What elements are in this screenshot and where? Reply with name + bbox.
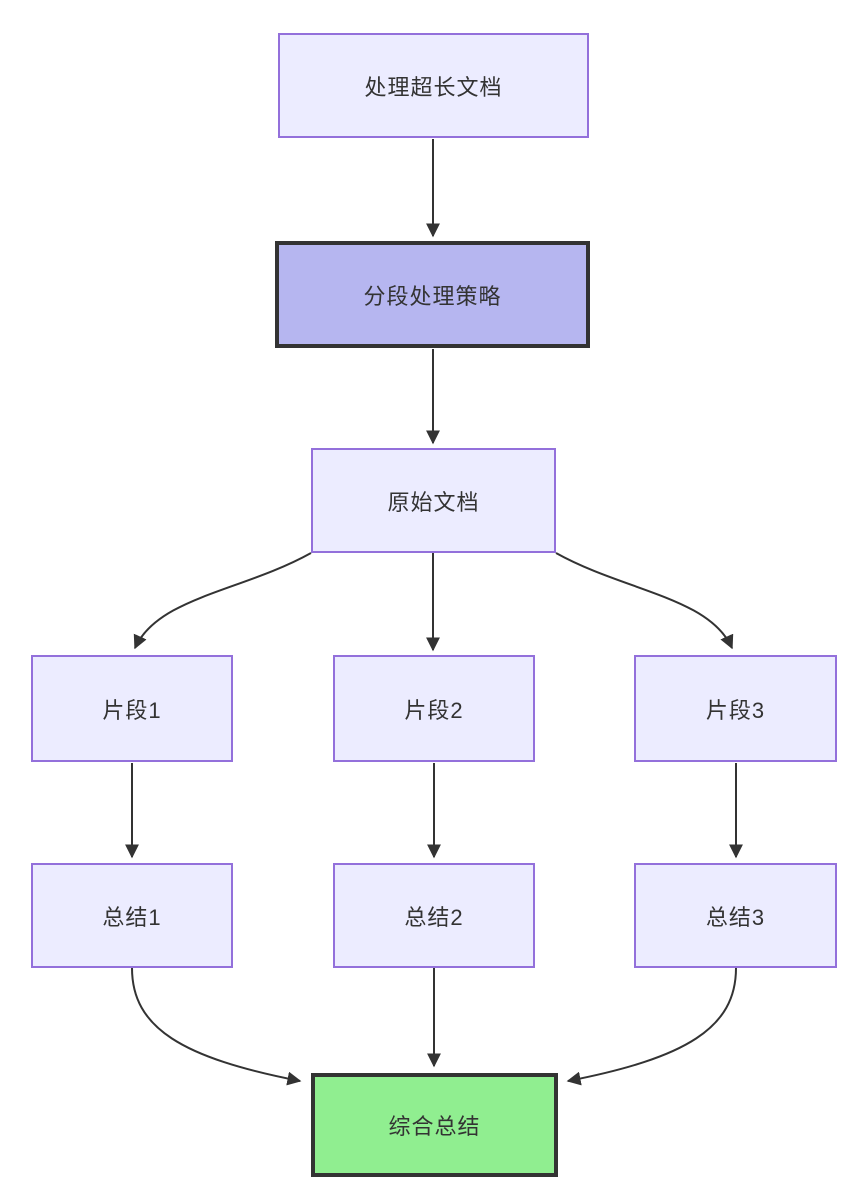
- node-summary-3: 总结3: [634, 863, 837, 968]
- edge-sum3-to-final: [566, 967, 737, 1086]
- node-label: 片段3: [705, 697, 766, 723]
- node-fragment-3: 片段3: [634, 655, 837, 762]
- node-label: 片段1: [102, 697, 162, 723]
- node-summary-2: 总结2: [333, 863, 535, 968]
- node-label: 片段2: [404, 697, 464, 723]
- edge-doc-to-frag3: [555, 552, 734, 650]
- edge-sum1-to-final: [131, 967, 302, 1086]
- node-combined-summary: 综合总结: [311, 1073, 558, 1177]
- node-original-document: 原始文档: [311, 448, 556, 553]
- node-label: 总结1: [102, 904, 162, 930]
- node-fragment-2: 片段2: [333, 655, 535, 762]
- node-label: 总结2: [404, 904, 464, 930]
- node-fragment-1: 片段1: [31, 655, 233, 762]
- node-summary-1: 总结1: [31, 863, 233, 968]
- node-process-long-document: 处理超长文档: [278, 33, 589, 138]
- node-label: 综合总结: [388, 1114, 481, 1139]
- node-label: 原始文档: [387, 489, 480, 515]
- node-segmentation-strategy: 分段处理策略: [275, 241, 590, 348]
- node-label: 总结3: [705, 904, 766, 930]
- node-label: 处理超长文档: [364, 74, 503, 100]
- edge-doc-to-frag1: [133, 552, 312, 650]
- node-label: 分段处理策略: [363, 283, 502, 309]
